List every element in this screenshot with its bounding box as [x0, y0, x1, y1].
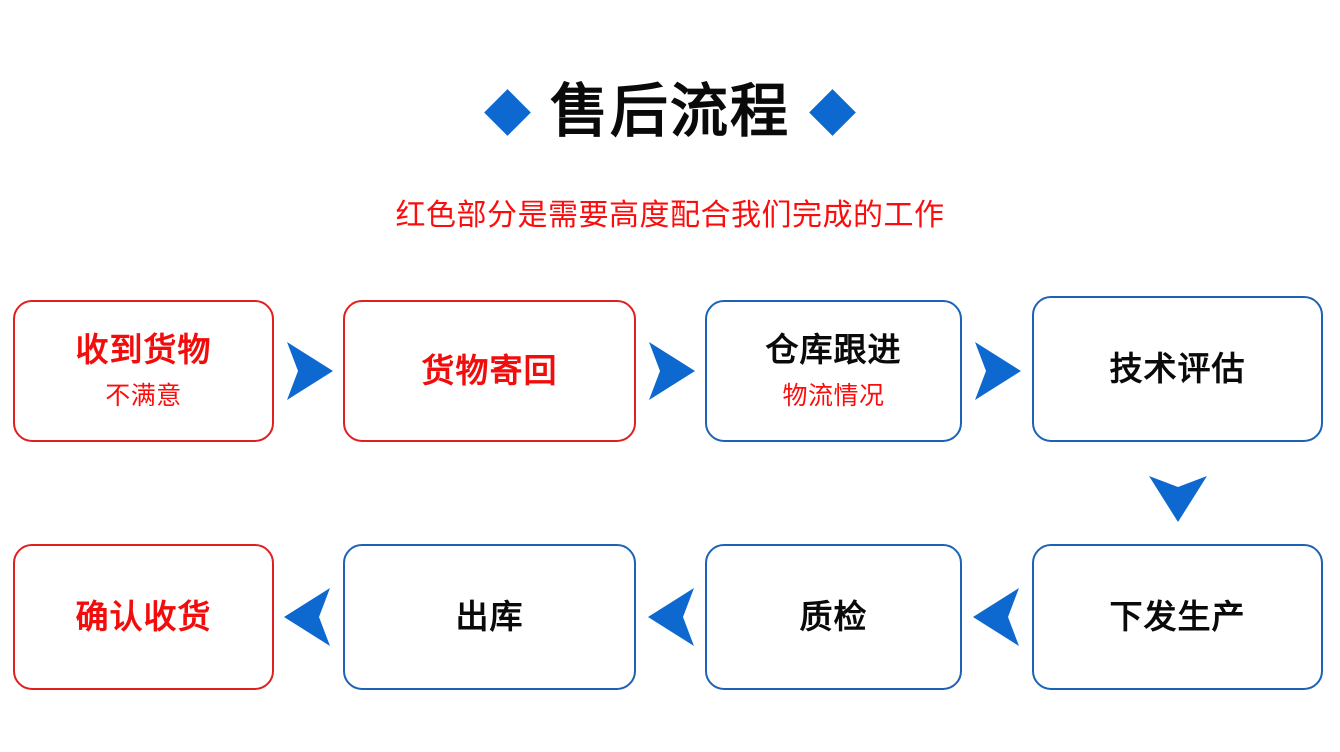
flow-step-title: 下发生产 — [1109, 598, 1246, 636]
flow-step-title: 出库 — [455, 598, 524, 636]
flow-step-title: 收到货物 — [75, 331, 212, 369]
page-subtitle: 红色部分是需要高度配合我们完成的工作 — [395, 199, 945, 232]
flow-step-release-production[interactable]: 下发生产 — [1032, 544, 1323, 690]
arrow-right-step1-step2 — [283, 340, 335, 402]
arrow-down-step4-step5 — [1147, 472, 1209, 524]
arrow-right-step2-step3 — [645, 340, 697, 402]
flow-step-title: 确认收货 — [75, 598, 212, 636]
diamond-right-icon — [809, 89, 856, 136]
arrow-left-step6-step7 — [646, 586, 698, 648]
flow-step-title: 仓库跟进 — [765, 331, 902, 369]
flow-step-send-back[interactable]: 货物寄回 — [343, 300, 636, 442]
flow-step-quality-check[interactable]: 质检 — [705, 544, 962, 690]
flow-step-receive-goods[interactable]: 收到货物 不满意 — [13, 300, 274, 442]
page-title-row: 售后流程 — [0, 79, 1340, 144]
flow-step-title: 技术评估 — [1109, 350, 1246, 388]
flow-step-outbound[interactable]: 出库 — [343, 544, 636, 690]
flow-step-title: 质检 — [799, 598, 868, 636]
flow-step-subtitle: 物流情况 — [782, 381, 885, 410]
flow-step-title: 货物寄回 — [421, 352, 558, 390]
flow-step-technical-assessment[interactable]: 技术评估 — [1032, 296, 1323, 442]
arrow-left-step7-step8 — [282, 586, 334, 648]
flow-step-warehouse-followup[interactable]: 仓库跟进 物流情况 — [705, 300, 962, 442]
diamond-left-icon — [484, 89, 531, 136]
flow-step-confirm-receipt[interactable]: 确认收货 — [13, 544, 274, 690]
flow-step-subtitle: 不满意 — [105, 381, 182, 410]
arrow-left-step5-step6 — [971, 586, 1023, 648]
arrow-right-step3-step4 — [971, 340, 1023, 402]
page-title: 售后流程 — [549, 79, 790, 144]
